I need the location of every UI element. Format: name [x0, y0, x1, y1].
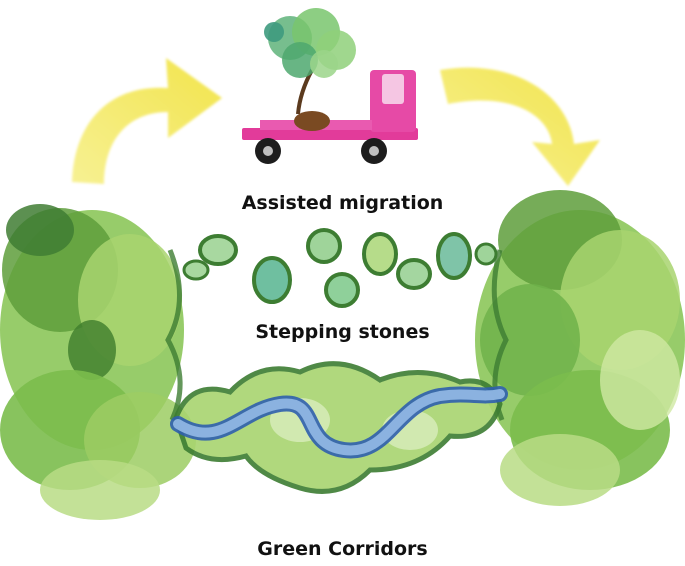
truck-icon — [242, 70, 418, 164]
stepping-stone-patch — [474, 242, 498, 266]
stepping-stone-patch — [306, 228, 342, 264]
stepping-stones-group — [182, 228, 498, 308]
green-corridors-label: Green Corridors — [257, 538, 428, 560]
left-curved-arrow-icon — [72, 58, 222, 184]
right-curved-arrow-icon — [440, 67, 600, 186]
right-forest-patch — [475, 190, 685, 506]
stepping-stone-patch — [182, 259, 210, 281]
tree-icon — [264, 8, 356, 131]
stepping-stone-patch — [396, 258, 432, 290]
stepping-stone-patch — [252, 256, 292, 304]
assisted-migration-label: Assisted migration — [241, 192, 444, 214]
left-forest-patch — [0, 204, 196, 520]
stepping-stone-patch — [362, 232, 398, 276]
stepping-stone-patch — [324, 272, 360, 308]
stepping-stones-label: Stepping stones — [255, 321, 430, 343]
stepping-stone-patch — [198, 234, 238, 266]
river-icon — [170, 386, 508, 459]
stepping-stone-patch — [436, 232, 472, 280]
